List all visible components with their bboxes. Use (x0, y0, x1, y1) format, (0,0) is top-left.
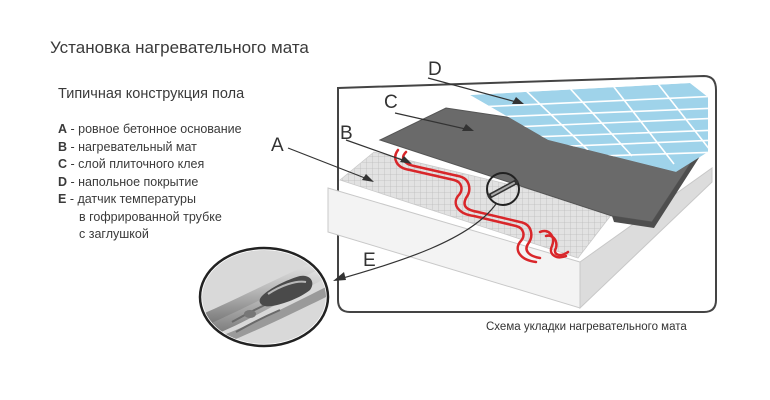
callout-lines (287, 77, 521, 281)
label-a: A (271, 135, 284, 156)
label-d: D (428, 59, 442, 80)
legend-item-d: D - напольное покрытие (58, 174, 199, 189)
label-e: E (363, 250, 376, 271)
heating-cable (394, 148, 570, 264)
label-b: B (340, 123, 353, 144)
diagram-caption: Схема укладки нагревательного мата (486, 321, 687, 333)
sensor-inset (198, 246, 330, 348)
callout-arrowheads (333, 97, 524, 281)
page-title: Установка нагревательного мата (50, 38, 309, 57)
legend-item-e: E - датчик температуры в гофрированной т… (58, 191, 308, 244)
legend-item-b: B - нагревательный мат (58, 139, 197, 154)
legend-item-c: C - слой плиточного клея (58, 157, 205, 171)
sensor-marker (486, 172, 520, 206)
diagram-frame (337, 74, 717, 313)
legend-item-e-cont1: в гофрированной трубке (79, 209, 222, 224)
label-c: C (384, 92, 398, 113)
legend-item-e-cont2: с заглушкой (79, 227, 149, 241)
legend-item-a: A - ровное бетонное основание (58, 122, 242, 136)
page-subtitle: Типичная конструкция пола (58, 86, 245, 102)
legend: A - ровное бетонное основание B - нагрев… (58, 121, 308, 244)
